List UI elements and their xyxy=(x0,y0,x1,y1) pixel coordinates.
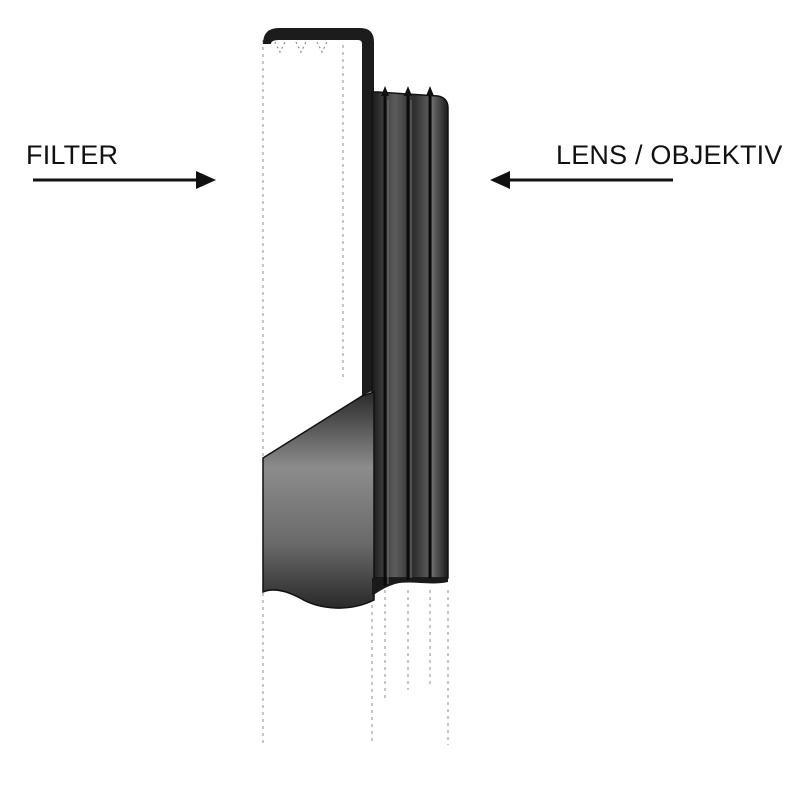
thread-ridges xyxy=(381,86,434,586)
reference-lines xyxy=(262,40,449,745)
filter-arrow xyxy=(33,171,216,189)
lens-arrow xyxy=(490,171,673,189)
filter-label: FILTER xyxy=(26,140,119,170)
filter-thread-hints xyxy=(274,41,328,54)
ring-body xyxy=(262,28,449,609)
lens-label: LENS / OBJEKTIV xyxy=(556,140,783,170)
